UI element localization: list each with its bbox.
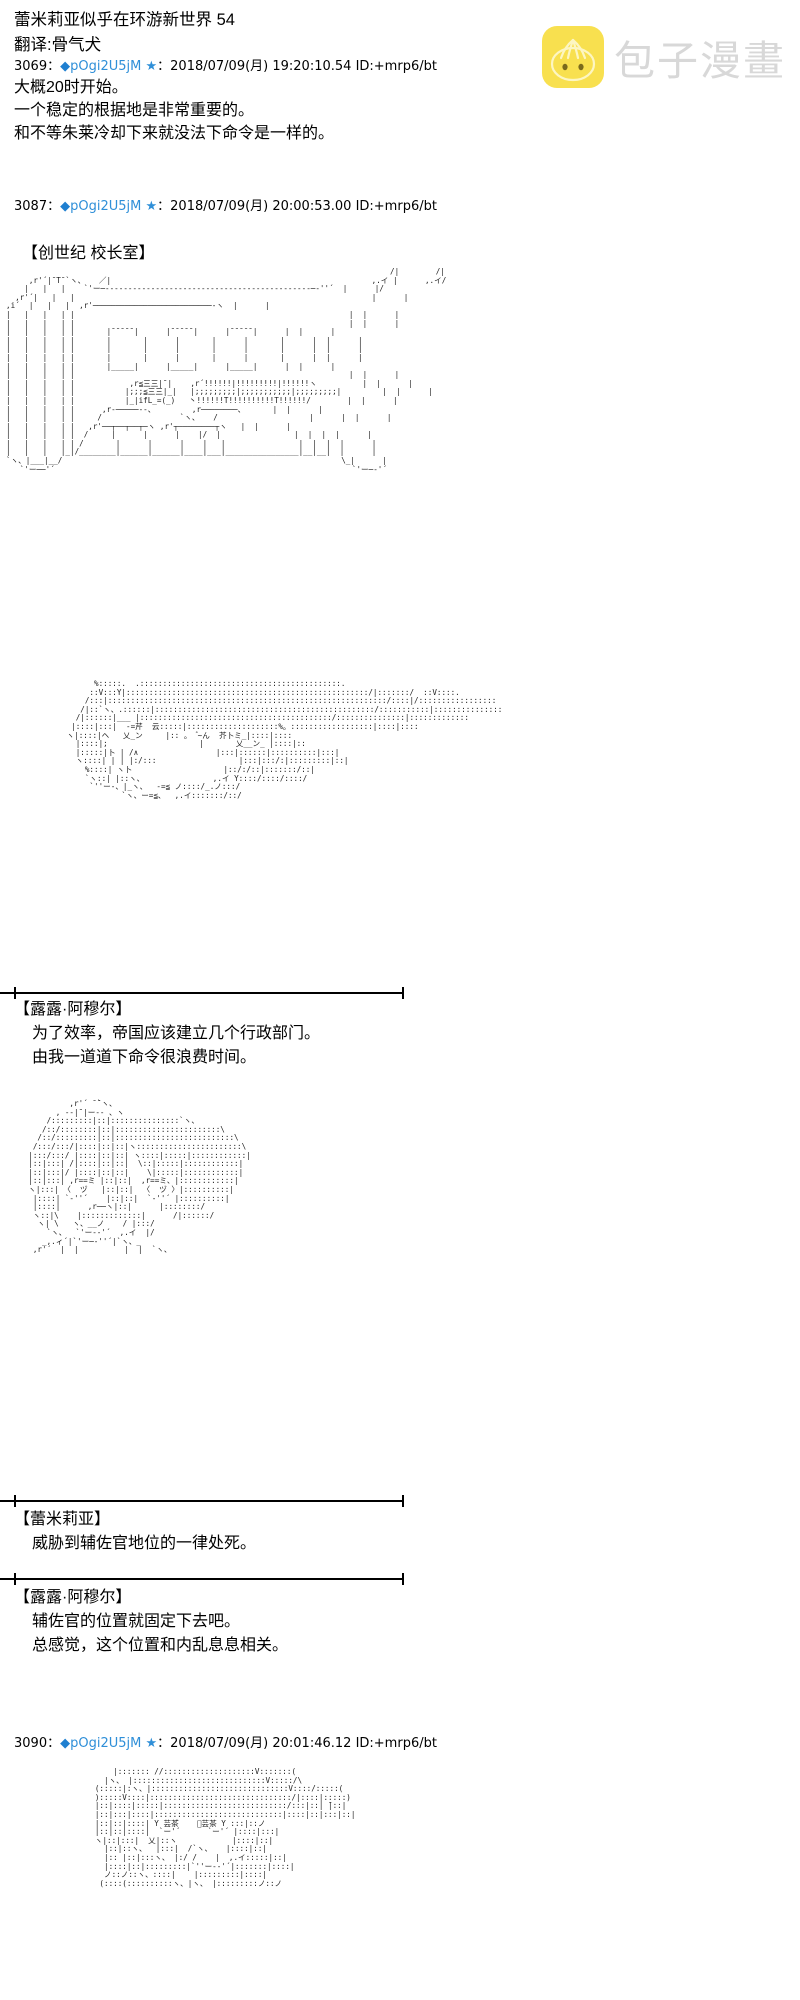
dialogue-line: 为了效率，帝国应该建立几个行政部门。 xyxy=(32,1025,321,1042)
dialogue-line: 由我一道道下命令很浪费时间。 xyxy=(32,1049,257,1066)
star-icon: ★ xyxy=(145,59,158,74)
divider xyxy=(0,1573,404,1585)
ascii-art-character-remilia: ,r'´ ̄ ̄`ヽ、 , -‐|¯|ー‐- 、ヽ /:::::::::|::|… xyxy=(28,1099,251,1255)
divider xyxy=(0,1495,404,1507)
meta-colon-2: ： xyxy=(157,1736,171,1751)
ascii-art-character-bottom: |::::::: //::::::::::::::::::::V:::::::(… xyxy=(94,1767,356,1888)
thread-header: 蕾米莉亚似乎在环游新世界 54 翻译:骨气犬 xyxy=(14,8,534,58)
star-icon: ★ xyxy=(145,199,158,214)
post-date: 2018/07/09(月) 19:20:10.54 xyxy=(170,59,352,74)
watermark-text: 包子漫畫 xyxy=(614,37,786,85)
post-date: 2018/07/09(月) 20:01:46.12 xyxy=(170,1736,352,1751)
post-line: 和不等朱莱冷却下来就没法下命令是一样的。 xyxy=(14,125,335,142)
dialogue-block-1: 【露露·阿穆尔】 为了效率，帝国应该建立几个行政部门。 由我一道道下命令很浪费时… xyxy=(14,998,320,1070)
post-number[interactable]: 3090 xyxy=(14,1736,48,1751)
speaker-name: 【露露·阿穆尔】 xyxy=(14,1001,132,1018)
meta-colon: ： xyxy=(47,59,61,74)
dialogue-line: 辅佐官的位置就固定下去吧。 xyxy=(32,1613,241,1630)
meta-colon-2: ： xyxy=(157,199,171,214)
post-3090: 3090：◆pOgi2U5jM ★：2018/07/09(月) 20:01:46… xyxy=(14,1735,437,1753)
translator-credit: 翻译:骨气犬 xyxy=(14,36,102,54)
trip-diamond-icon: ◆ xyxy=(60,1736,71,1751)
baozi-bun-logo-icon xyxy=(542,26,604,88)
post-line: 一个稳定的根据地是非常重要的。 xyxy=(14,102,255,119)
trip-diamond-icon: ◆ xyxy=(60,59,71,74)
post-number[interactable]: 3087 xyxy=(14,199,48,214)
ascii-art-room: /| /| ,r'´|¯T¯`ヽ、 ／| ,.イ | ,.イ/ | | | `'… xyxy=(6,267,447,474)
scene-label: 【创世纪 校长室】 xyxy=(22,245,155,262)
post-id: ID:+mrp6/bt xyxy=(355,199,437,214)
meta-colon: ： xyxy=(47,1736,61,1751)
post-3069: 3069：◆pOgi2U5jM ★：2018/07/09(月) 19:20:10… xyxy=(14,58,437,145)
post-line: 大概20时开始。 xyxy=(14,79,128,96)
meta-colon: ： xyxy=(47,199,61,214)
post-body: 大概20时开始。 一个稳定的根据地是非常重要的。 和不等朱莱冷却下来就没法下命令… xyxy=(14,76,437,145)
ascii-art-character-lulu: %:::::. .:::::::::::::::::::::::::::::::… xyxy=(66,679,503,800)
post-meta: 3087：◆pOgi2U5jM ★：2018/07/09(月) 20:00:53… xyxy=(14,198,437,216)
dialogue-line: 总感觉，这个位置和内乱息息相关。 xyxy=(32,1637,289,1654)
star-icon: ★ xyxy=(145,1736,158,1751)
post-author-handle[interactable]: pOgi2U5jM xyxy=(70,59,142,74)
post-meta: 3090：◆pOgi2U5jM ★：2018/07/09(月) 20:01:46… xyxy=(14,1735,437,1753)
divider xyxy=(0,987,404,999)
meta-colon-2: ： xyxy=(157,59,171,74)
page-title: 蕾米莉亚似乎在环游新世界 54 xyxy=(14,11,235,29)
post-3087: 3087：◆pOgi2U5jM ★：2018/07/09(月) 20:00:53… xyxy=(14,198,437,216)
dialogue-block-3: 【露露·阿穆尔】 辅佐官的位置就固定下去吧。 总感觉，这个位置和内乱息息相关。 xyxy=(14,1586,288,1658)
post-number[interactable]: 3069 xyxy=(14,59,48,74)
post-author-handle[interactable]: pOgi2U5jM xyxy=(70,199,142,214)
post-author-handle[interactable]: pOgi2U5jM xyxy=(70,1736,142,1751)
site-watermark: 包子漫畫 xyxy=(542,26,786,88)
post-date: 2018/07/09(月) 20:00:53.00 xyxy=(170,199,352,214)
post-meta: 3069：◆pOgi2U5jM ★：2018/07/09(月) 19:20:10… xyxy=(14,58,437,76)
speaker-name: 【蕾米莉亚】 xyxy=(14,1511,111,1528)
speaker-name: 【露露·阿穆尔】 xyxy=(14,1589,132,1606)
dialogue-line: 威胁到辅佐官地位的一律处死。 xyxy=(32,1535,257,1552)
trip-diamond-icon: ◆ xyxy=(60,199,71,214)
dialogue-block-2: 【蕾米莉亚】 威胁到辅佐官地位的一律处死。 xyxy=(14,1508,256,1556)
post-id: ID:+mrp6/bt xyxy=(355,59,437,74)
post-id: ID:+mrp6/bt xyxy=(355,1736,437,1751)
